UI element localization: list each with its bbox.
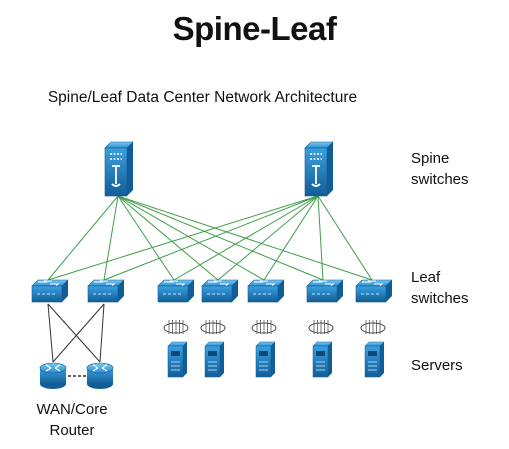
router-icon [39,362,67,389]
links-layer [47,195,373,377]
spine-label-line1: Spine [411,150,450,167]
router-label: WAN/Core Router [22,399,122,441]
servers-label-text: Servers [411,357,463,374]
spine-leaf-link [117,195,373,281]
spine-switches-label: Spine switches [411,148,469,190]
servers-label: Servers [411,355,463,376]
spine-leaf-link [263,195,319,281]
spine-leaf-link [117,195,175,281]
leaf-router-link [99,303,105,363]
nic-ring-icon [163,320,189,334]
switch-icon [201,279,239,303]
switch-icon [306,279,344,303]
spine-leaf-link [103,195,319,281]
router-label-line1: WAN/Core [36,401,108,418]
spine-leaf-link [103,195,119,281]
switch-icon [247,279,285,303]
switch-icon [355,279,393,303]
spine-leaf-link [317,195,324,281]
nic-ring-icon [308,320,334,334]
server-icon [308,320,334,378]
switch-icon [31,279,69,303]
leaf-switches-label: Leaf switches [411,267,469,309]
spine-leaf-link [117,195,265,281]
spine-leaf-link [217,195,319,281]
nic-ring-icon [200,320,226,334]
switch-icon [87,279,125,303]
nic-ring-icon [360,320,386,334]
spine-leaf-link [47,195,119,281]
switch-icon [157,279,195,303]
router-label-line2: Router [49,422,95,439]
leaf-label-line2: switches [411,290,469,307]
multilayer-switch-icon [304,141,334,197]
spine-label-line2: switches [411,171,469,188]
devices-layer [31,141,393,389]
leaf-router-link [47,303,101,363]
leaf-label-line1: Leaf [411,269,441,286]
multilayer-switch-icon [104,141,134,197]
diagram-subtitle: Spine/Leaf Data Center Network Architect… [47,89,358,106]
server-icon [251,320,277,378]
nic-ring-icon [251,320,277,334]
spine-leaf-link [47,195,319,281]
spine-leaf-link [117,195,324,281]
leaf-router-link [52,303,105,363]
router-icon [86,362,114,389]
spine-leaf-link [173,195,319,281]
server-icon [360,320,386,378]
spine-leaf-link [117,195,219,281]
spine-leaf-link [317,195,373,281]
leaf-router-link [47,303,54,363]
diagram-title: Spine-Leaf [172,10,337,47]
server-icon [200,320,226,378]
server-icon [163,320,189,378]
